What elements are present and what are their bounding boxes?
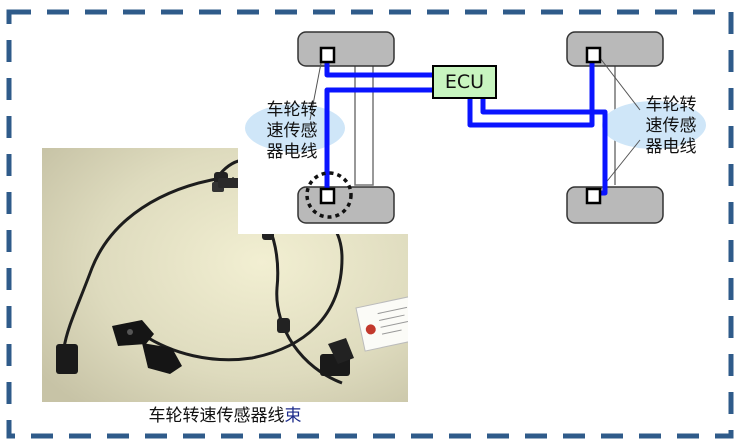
photo-caption: 车轮转速传感器线束 [40, 402, 410, 430]
mounting-bracket [112, 320, 154, 346]
photo-caption-tail: 束 [284, 406, 302, 426]
wire-rear-left [324, 87, 435, 193]
sensor-rear-right [585, 187, 602, 205]
sensor-bubble-right [602, 101, 706, 149]
wheel-rear-right [566, 186, 664, 224]
wheel-front-left [297, 31, 395, 67]
sensor-label-right-line: 车轮转 [645, 95, 697, 115]
sensor-highlight-circle [305, 171, 353, 219]
abs-wiring-diagram [238, 18, 706, 234]
wire-rear-right [480, 98, 608, 196]
dashed-border [6, 9, 734, 439]
sensor-label-left: 车轮转 速传感 器电线 [252, 100, 332, 163]
ecu-box [432, 65, 497, 99]
sensor-label-left-line: 速传感 [266, 121, 318, 141]
wheel-front-right [566, 31, 664, 67]
sensor-bubble-left [245, 104, 345, 152]
sensor-label-left-line: 器电线 [266, 142, 318, 162]
wire-harness-photo [42, 148, 408, 402]
paper-tag [355, 295, 408, 352]
sensor-label-right-line: 速传感 [645, 116, 697, 136]
mounting-bracket [142, 343, 182, 374]
sensor-head-right [328, 338, 354, 364]
sensor-wires [324, 58, 608, 196]
sensor-front-left [319, 46, 336, 64]
sensor-head-left [56, 344, 78, 374]
harness-clip [277, 318, 290, 333]
wire-front-left [324, 58, 435, 78]
sensor-front-right [585, 46, 602, 64]
harness-cable [62, 176, 223, 349]
sensor-label-right-line: 器电线 [645, 137, 697, 157]
wire-front-right [467, 58, 595, 128]
wheel-rear-left [297, 186, 395, 224]
sensor-label-right: 车轮转 速传感 器电线 [631, 95, 711, 158]
sensor-rear-left [319, 187, 336, 205]
ecu-label: ECU [444, 71, 485, 93]
connector-top [218, 178, 242, 188]
photo-caption-main: 车轮转速传感器线 [148, 406, 285, 426]
sensor-label-left-line: 车轮转 [266, 100, 318, 120]
